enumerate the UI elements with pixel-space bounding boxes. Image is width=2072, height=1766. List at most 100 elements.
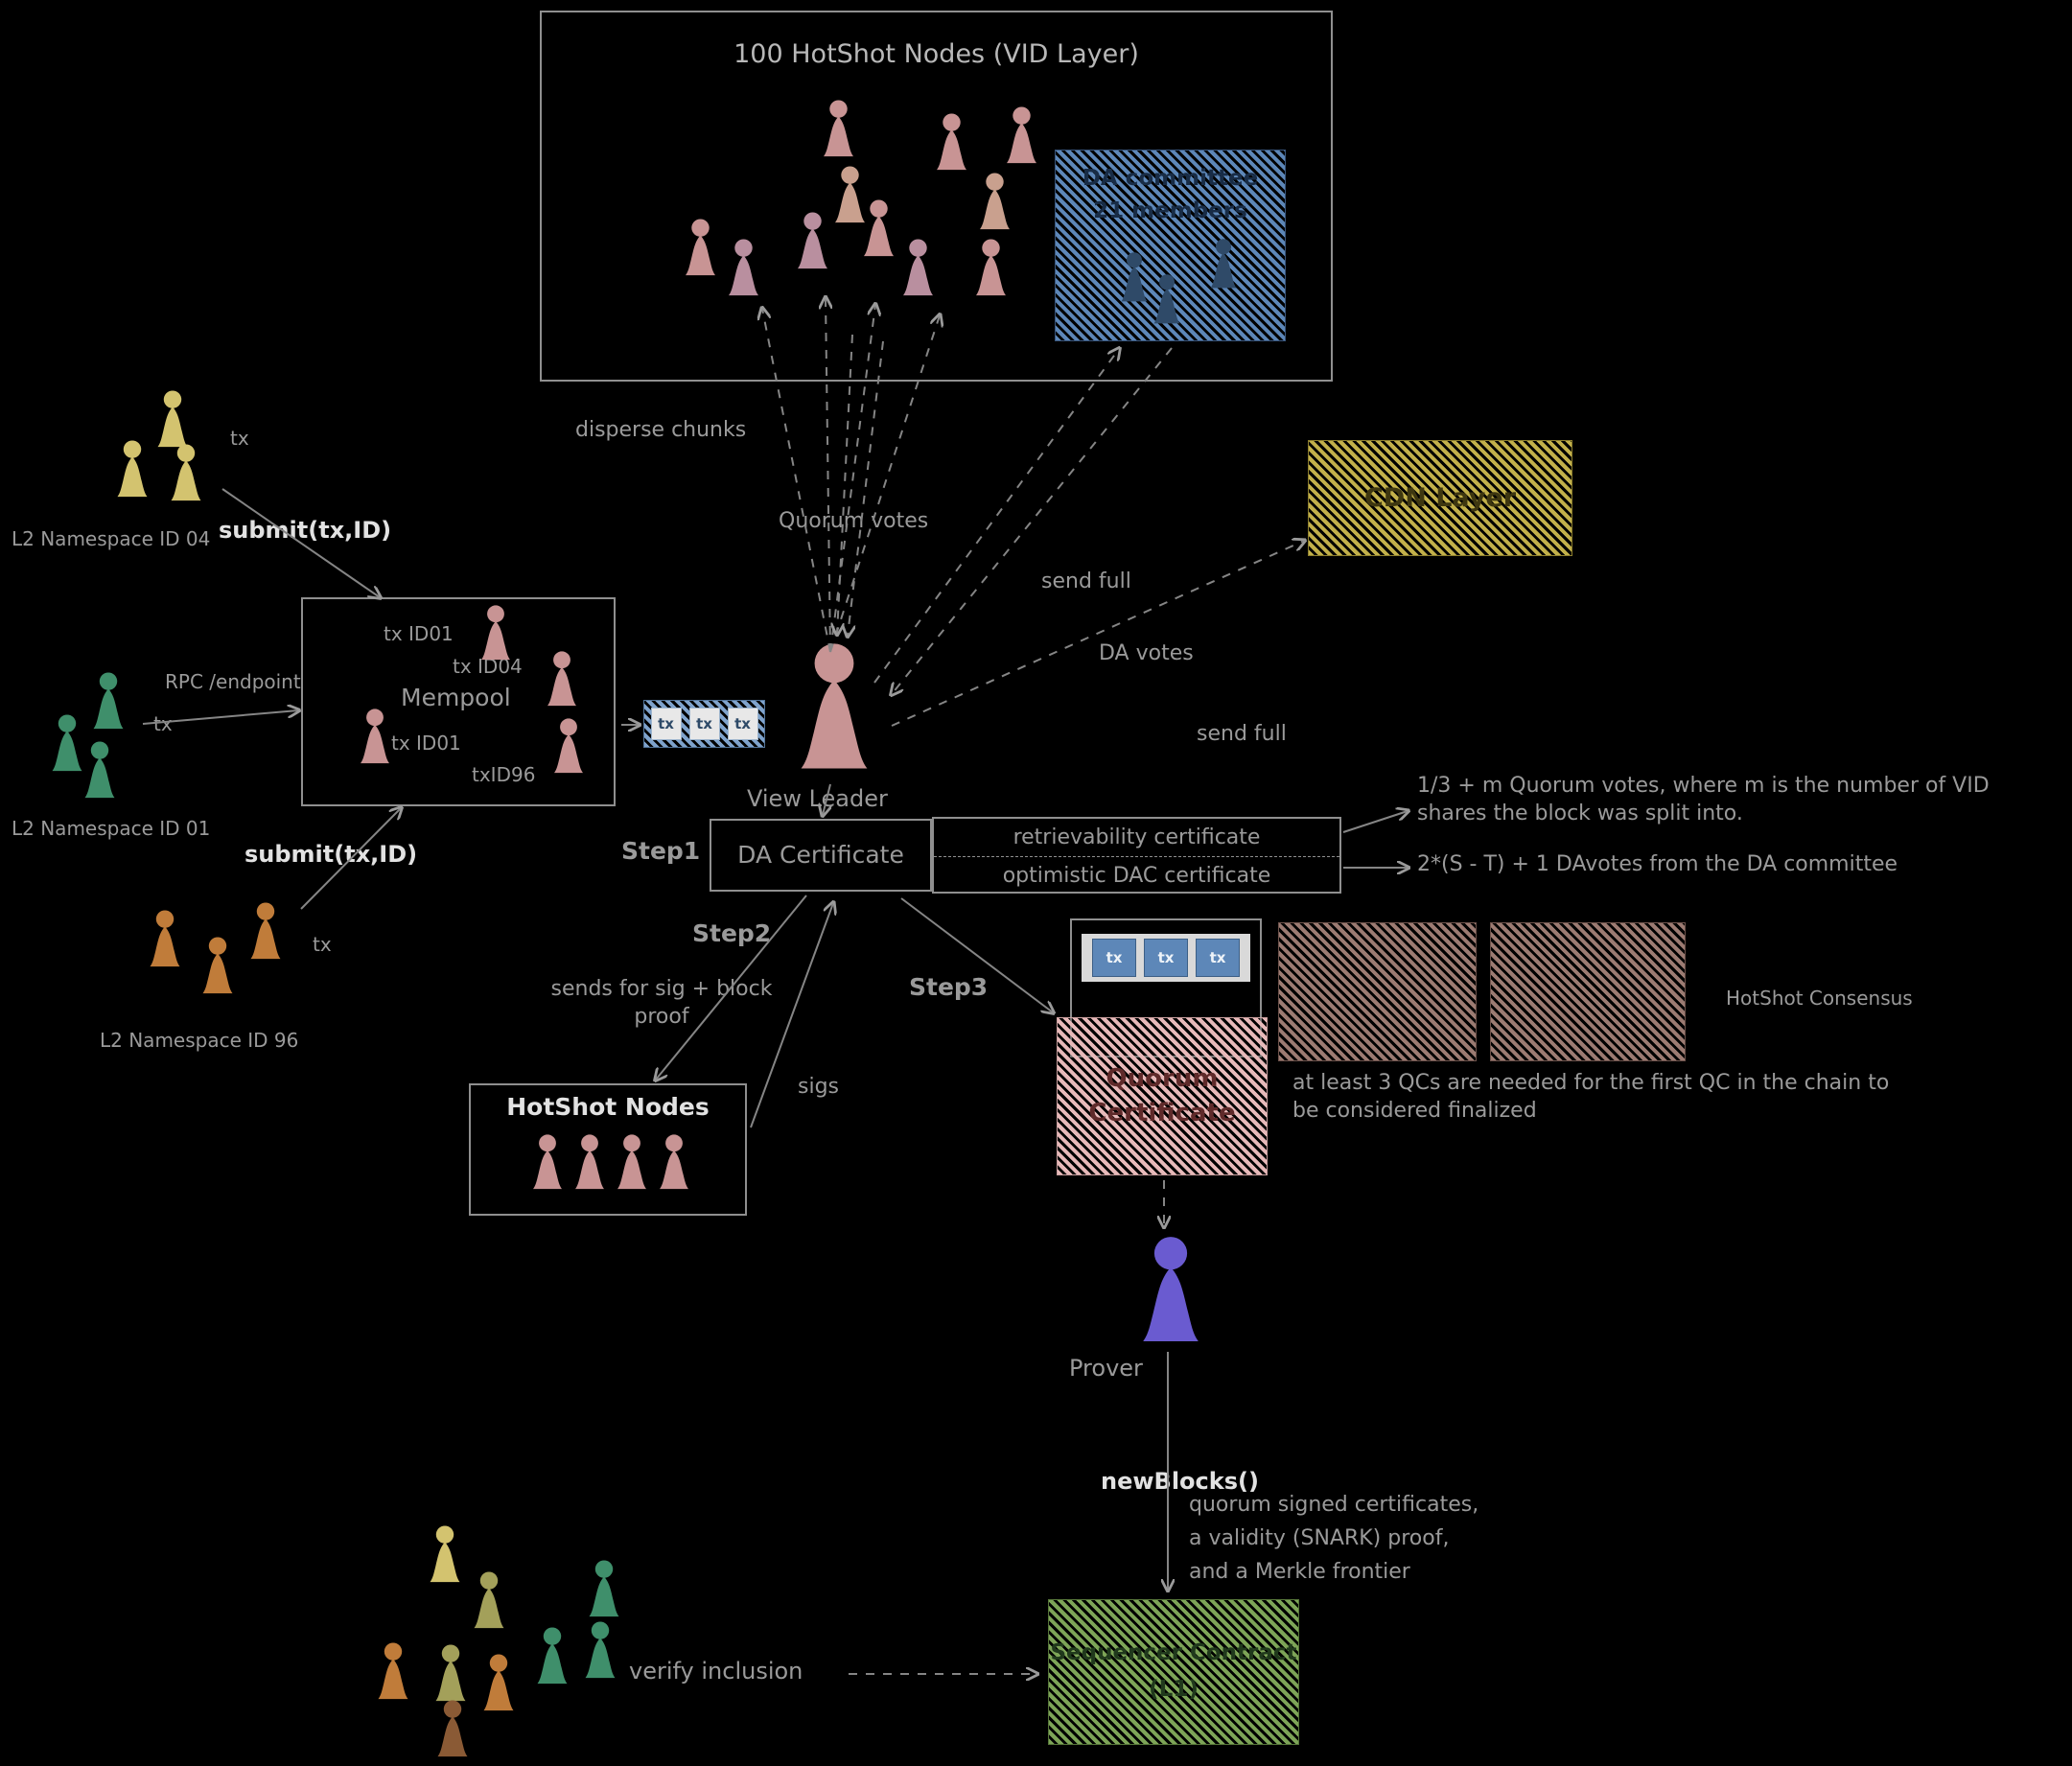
- finality-note: at least 3 QCs are needed for the first …: [1292, 1071, 1890, 1123]
- vid-node-pawn-icon: [793, 211, 832, 270]
- mempool-box: [301, 597, 616, 806]
- sequencer-contract-line1: Sequencer Contract: [1050, 1640, 1297, 1665]
- mempool-entry: txID96: [472, 763, 536, 786]
- rollup-04-user-pawn-icon: [113, 439, 151, 499]
- quorum-votes-arrow: [848, 340, 884, 636]
- prover-label: Prover: [1069, 1355, 1143, 1382]
- hotshot-nodes-box: HotShot Nodes: [469, 1083, 747, 1216]
- rollup-96-user-pawn-icon: [246, 901, 285, 961]
- mempool-entry: tx ID01: [384, 622, 454, 645]
- tx-chip: tx: [727, 708, 758, 740]
- rollup-01-user-pawn-icon: [81, 740, 119, 800]
- rollup-96-user-pawn-icon: [198, 936, 237, 995]
- tx-chip: tx: [1144, 939, 1188, 977]
- disperse-chunks-label: disperse chunks: [575, 418, 747, 442]
- step3-label: Step3: [909, 973, 989, 1001]
- rollup-04-user-pawn-icon: [167, 443, 205, 502]
- da-committee-member-pawn-icon: [1117, 251, 1152, 303]
- consensus-block-box: tx tx tx: [1070, 918, 1262, 1057]
- sigs-label: sigs: [798, 1075, 840, 1099]
- ns04-label: L2 Namespace ID 04: [12, 527, 211, 550]
- vid-node-pawn-icon: [971, 238, 1011, 297]
- client-pawn-icon: [433, 1699, 472, 1758]
- retrievability-certificate-option: retrievability certificate: [934, 819, 1339, 857]
- vid-node-pawn-icon: [859, 198, 898, 258]
- send-full-cdn-label: send full: [1197, 722, 1287, 746]
- hotshot-node-pawn-icon: [655, 1133, 693, 1191]
- da-votes-note: 2*(S - T) + 1 DAvotes from the DA commit…: [1417, 852, 1898, 876]
- ns96-submit-label: submit(tx,ID): [244, 841, 418, 868]
- block-tx-strip: tx tx tx: [1082, 934, 1250, 982]
- quorum-certificate-line2: Certificate: [1088, 1099, 1236, 1127]
- rollup-96-user-pawn-icon: [146, 909, 184, 968]
- hotshot-node-pawn-icon: [528, 1133, 567, 1191]
- mempool-title: Mempool: [401, 684, 511, 711]
- step1-label: Step1: [621, 837, 701, 865]
- ns01-label: L2 Namespace ID 01: [12, 817, 211, 840]
- tx-chip: tx: [1196, 939, 1240, 977]
- ns04-submit-label: submit(tx,ID): [219, 517, 392, 544]
- verify-inclusion-label: verify inclusion: [629, 1658, 803, 1685]
- mempool-pawn-icon: [356, 708, 394, 765]
- leader-tx-block: tx tx tx: [643, 700, 765, 748]
- hotshot-nodes-title: HotShot Nodes: [506, 1093, 710, 1121]
- hotshot-node-pawn-icon: [613, 1133, 651, 1191]
- hotshot-consensus-block: [1490, 922, 1686, 1061]
- da-committee-line2: 21 members: [1093, 198, 1247, 223]
- mempool-pawn-icon: [477, 604, 515, 662]
- cdn-layer-box: CDN Layer: [1308, 440, 1572, 556]
- optimistic-dac-certificate-option: optimistic DAC certificate: [1002, 863, 1271, 888]
- sends-for-sig-label: sends for sig + block proof: [550, 977, 773, 1029]
- cdn-layer-label: CDN Layer: [1363, 483, 1517, 513]
- new-blocks-payload-line: and a Merkle frontier: [1189, 1560, 1410, 1584]
- new-blocks-label: newBlocks(): [1101, 1468, 1259, 1495]
- client-pawn-icon: [431, 1643, 470, 1703]
- hotshot-consensus-block: [1278, 922, 1477, 1061]
- new-blocks-payload-line: quorum signed certificates,: [1189, 1493, 1479, 1517]
- send-full-committee-label: send full: [1041, 569, 1131, 593]
- vid-node-pawn-icon: [681, 218, 720, 277]
- client-pawn-icon: [374, 1641, 412, 1701]
- view-leader-label: View Leader: [747, 785, 888, 812]
- quorum-votes-label: Quorum votes: [779, 509, 929, 533]
- client-pawn-icon: [426, 1524, 464, 1584]
- client-pawn-icon: [581, 1620, 619, 1680]
- vid-node-pawn-icon: [975, 172, 1014, 231]
- vid-node-pawn-icon: [724, 238, 763, 297]
- client-pawn-icon: [585, 1559, 623, 1618]
- hotshot-node-pawn-icon: [570, 1133, 609, 1191]
- rollup-04-user-pawn-icon: [153, 389, 192, 449]
- sequencer-contract-line2: (L1): [1149, 1677, 1199, 1702]
- mempool-pawn-icon: [543, 650, 581, 708]
- rollup-01-user-pawn-icon: [89, 671, 128, 731]
- mempool-entry: tx ID01: [391, 732, 461, 755]
- sequencer-contract-box: Sequencer Contract (L1): [1048, 1599, 1299, 1745]
- prover-pawn-icon: [1136, 1232, 1205, 1347]
- ns04-tx-label: tx: [230, 427, 249, 450]
- da-committee-line1: DA committee: [1082, 166, 1259, 191]
- tx-chip: tx: [650, 708, 682, 740]
- ns96-tx-label: tx: [313, 933, 332, 956]
- new-blocks-payload-line: a validity (SNARK) proof,: [1189, 1526, 1450, 1550]
- tx-chip: tx: [1092, 939, 1136, 977]
- quorum-votes-note: 1/3 + m Quorum votes, where m is the num…: [1417, 774, 1990, 825]
- option1-note-arrow: [1342, 811, 1408, 833]
- step2-label: Step2: [692, 919, 772, 947]
- da-votes-label: DA votes: [1099, 641, 1194, 665]
- vid-node-pawn-icon: [1002, 105, 1041, 165]
- da-committee-member-pawn-icon: [1206, 238, 1241, 290]
- da-certificate-box: DA Certificate: [710, 819, 932, 892]
- view-leader-pawn-icon: [793, 635, 875, 778]
- vid-node-pawn-icon: [819, 99, 858, 158]
- tx-chip: tx: [688, 708, 720, 740]
- da-committee-member-pawn-icon: [1150, 273, 1184, 325]
- mempool-pawn-icon: [549, 717, 588, 775]
- vid-node-pawn-icon: [898, 238, 938, 297]
- da-certificate-label: DA Certificate: [737, 840, 904, 869]
- ns01-rpc-label: RPC /endpoint: [165, 670, 301, 693]
- client-pawn-icon: [470, 1570, 508, 1630]
- ns96-label: L2 Namespace ID 96: [100, 1029, 299, 1052]
- ns01-tx-label: tx: [153, 712, 173, 735]
- quorum-certificate-line1: Quorum: [1106, 1064, 1219, 1093]
